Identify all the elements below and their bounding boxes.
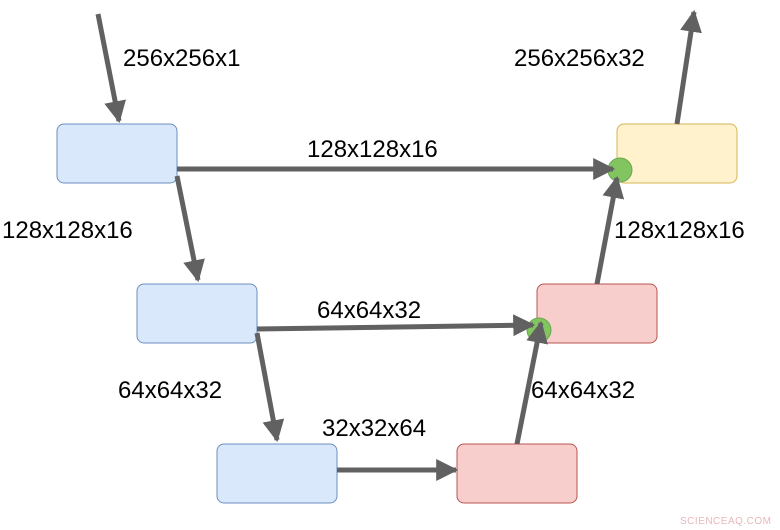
label-down-1: 128x128x16 [2,217,133,244]
up-arrow-2 [594,175,625,285]
down-arrow-2 [254,332,285,443]
output-arrow [674,9,702,125]
label-output: 256x256x32 [514,45,645,72]
label-up-2: 128x128x16 [614,217,745,244]
output-block [616,123,738,184]
label-down-2: 64x64x32 [118,377,222,404]
down-arrow-1 [174,175,205,283]
label-input: 256x256x1 [123,45,240,72]
encoder-block-2 [136,283,258,344]
decoder-block-middle [536,283,658,344]
input-arrow [95,13,126,124]
label-up-1: 64x64x32 [531,377,635,404]
up-arrow-1 [514,320,548,445]
label-skip-bottom: 32x32x64 [322,415,426,442]
encoder-block-1 [56,123,178,184]
decoder-block-bottom [456,443,578,504]
skip-arrow-middle [256,314,536,337]
label-skip-top: 128x128x16 [307,136,438,163]
encoder-block-3 [216,443,338,504]
watermark: SCIENCEAQ.COM [680,516,772,527]
label-skip-middle: 64x64x32 [317,297,421,324]
